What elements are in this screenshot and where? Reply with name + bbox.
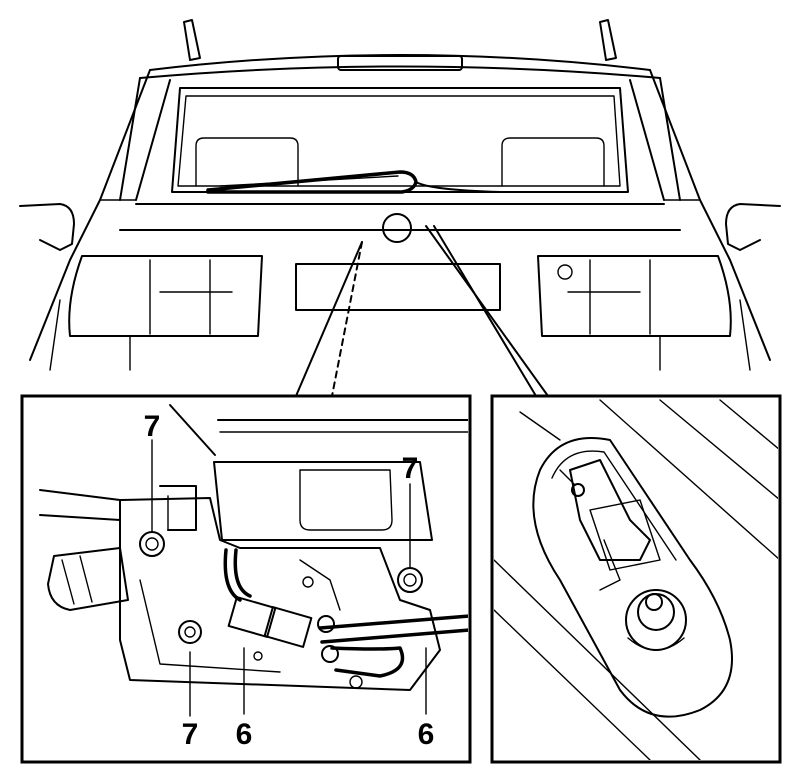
- right-tail-light: [537, 255, 732, 337]
- callout-connector-bottom-mid: 6: [236, 718, 253, 751]
- motor-housing: [213, 461, 433, 541]
- wiper-spindle-detail: [494, 399, 778, 760]
- connector-right: [317, 615, 339, 663]
- callout-nut-top-left: 7: [144, 410, 161, 443]
- license-plate-recess: [295, 263, 501, 311]
- left-tail-light: [68, 255, 263, 337]
- spindle-nut: [625, 589, 687, 651]
- spindle-housing: [532, 437, 733, 718]
- wiper-motor: [47, 547, 129, 611]
- wiper-arm: [206, 170, 418, 194]
- connector-left: [227, 596, 313, 648]
- high-mount-brake-light: [337, 55, 463, 71]
- rear-window: [171, 87, 629, 193]
- callout-nut-bottom-left: 7: [182, 718, 199, 751]
- wiper-motor-detail: [39, 404, 468, 717]
- car-rear-view: [19, 19, 781, 371]
- motor-detail-panel: [20, 394, 472, 764]
- spindle-detail-panel: [490, 394, 782, 764]
- mounting-plate: [119, 497, 441, 691]
- callout-nut-top-right: 7: [402, 452, 419, 485]
- nut-lower-left: [178, 620, 202, 644]
- callout-leaders: [295, 225, 549, 397]
- wiper-spindle-cover: [382, 213, 412, 243]
- callout-connector-bottom-right: 6: [418, 718, 435, 751]
